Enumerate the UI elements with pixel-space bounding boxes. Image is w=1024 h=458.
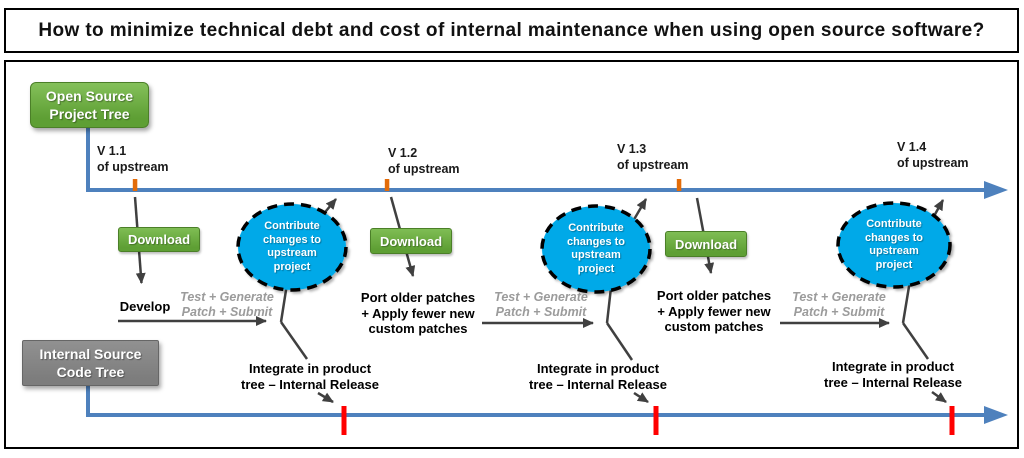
process-label: Test + Generate Patch + Submit xyxy=(792,290,886,319)
version-tick xyxy=(384,179,390,191)
download-box: Download xyxy=(118,227,200,252)
integrate-arrow xyxy=(931,390,947,404)
integrate-label: Integrate in product tree – Internal Rel… xyxy=(528,361,668,392)
internal-timeline xyxy=(86,382,986,417)
download-box: Download xyxy=(665,231,747,257)
contribute-bubble xyxy=(236,202,348,292)
version-tick xyxy=(676,179,682,191)
contribute-bubble-label: Contribute changes to upstream project xyxy=(262,220,322,273)
internal-lane-label: Internal Source Code Tree xyxy=(22,340,159,386)
page-title: How to minimize technical debt and cost … xyxy=(38,19,985,41)
diagram-area xyxy=(4,60,1019,449)
integrate-arrow xyxy=(633,391,649,404)
version-label-v13: V 1.3 of upstream xyxy=(617,142,689,172)
version-tick xyxy=(132,179,138,191)
download-box: Download xyxy=(370,228,452,254)
release-tick xyxy=(341,406,347,435)
version-label-v12: V 1.2 of upstream xyxy=(388,146,460,176)
integrate-line xyxy=(901,322,930,360)
action-label: Port older patches + Apply fewer new cus… xyxy=(656,288,772,334)
release-tick xyxy=(653,406,659,435)
integrate-arrow xyxy=(317,391,334,404)
open-source-lane-label: Open Source Project Tree xyxy=(30,82,149,128)
contribute-bubble xyxy=(836,201,952,289)
version-label-v11: V 1.1 of upstream xyxy=(97,144,169,174)
contribute-bubble xyxy=(540,204,652,294)
integrate-line xyxy=(279,321,309,360)
integrate-label: Integrate in product tree – Internal Rel… xyxy=(240,361,380,392)
integrate-label: Integrate in product tree – Internal Rel… xyxy=(823,359,963,390)
upstream-timeline-arrowhead-icon xyxy=(984,181,1008,199)
upstream-timeline xyxy=(86,124,986,192)
version-label-v14: V 1.4 of upstream xyxy=(897,140,969,170)
release-tick xyxy=(949,406,955,435)
action-label: Develop xyxy=(119,299,171,314)
internal-timeline-arrowhead-icon xyxy=(984,406,1008,424)
process-label: Test + Generate Patch + Submit xyxy=(494,290,588,319)
integrate-line xyxy=(605,322,634,361)
process-label: Test + Generate Patch + Submit xyxy=(180,290,274,319)
contribute-bubble-label: Contribute changes to upstream project xyxy=(566,222,626,275)
contribute-bubble-label: Contribute changes to upstream project xyxy=(864,218,924,271)
action-label: Port older patches + Apply fewer new cus… xyxy=(360,290,476,336)
title-bar: How to minimize technical debt and cost … xyxy=(4,8,1019,53)
